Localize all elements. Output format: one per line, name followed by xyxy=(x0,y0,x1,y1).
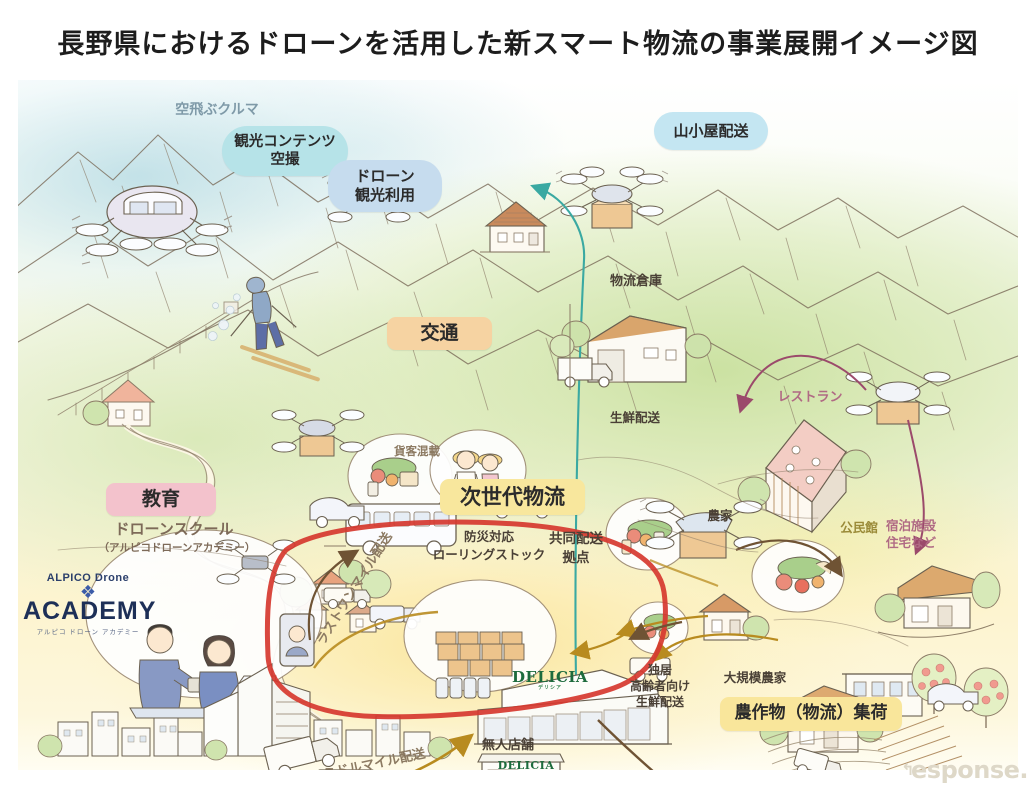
delicia-name: DELICIA xyxy=(511,668,589,686)
logo-name: ACADEMY xyxy=(23,597,157,625)
caption-community-center: 公民館 xyxy=(840,520,878,535)
watermark-arrow-icon: ↰ xyxy=(901,760,914,779)
chip-crop-collection[interactable]: 農作物（物流）集荷 xyxy=(720,697,902,731)
caption-flying-car: 空飛ぶクルマ xyxy=(175,102,259,118)
store-sign-delicia-hub: DELICIA デリシア xyxy=(508,670,592,691)
caption-farmer: 農家 xyxy=(707,508,733,523)
caption-lodging: 宿泊施設 住宅など xyxy=(885,518,936,550)
chip-tourism-content[interactable]: 観光コンテンツ 空撮 xyxy=(222,126,348,176)
chip-mountain-hut-delivery-label: 山小屋配送 xyxy=(673,121,749,140)
scene-artwork: .l{fill:none;stroke:#7a6a58;stroke-width… xyxy=(18,134,1018,770)
chip-traffic-label: 交通 xyxy=(420,321,459,344)
illustration-scene: .l{fill:none;stroke:#7a6a58;stroke-width… xyxy=(18,80,1018,770)
caption-elderly-fresh-delivery: 独居 高齢者向け 生鮮配送 xyxy=(629,663,690,710)
caption-unmanned-store: 無人店舗 xyxy=(481,738,534,753)
logo-subtext: アルピコ ドローン アカデミー xyxy=(36,629,140,636)
alpico-drone-academy-logo: ALPICO Drone ❖ ACADEMY アルピコ ドローン アカデミー xyxy=(23,572,157,658)
chip-education[interactable]: 教育 xyxy=(106,483,216,516)
caption-last-one-mile: ラストワンマイル配送 xyxy=(314,529,396,648)
caption-drone-school-sub: （アルピコドローンアカデミー） xyxy=(98,542,256,554)
delicia-sub: デリシア xyxy=(537,685,562,691)
logo-arc-text: ALPICO Drone xyxy=(46,572,130,584)
caption-disaster-rolling-stock: 防災対応 ローリングストック xyxy=(432,529,546,562)
chip-next-gen-logistics[interactable]: 次世代物流 xyxy=(440,479,585,515)
caption-large-scale-farm: 大規模農家 xyxy=(723,670,787,685)
caption-mixed-passenger-cargo: 貨客混載 xyxy=(394,444,440,458)
chip-tourism-content-label: 観光コンテンツ 空撮 xyxy=(234,132,336,168)
logo-mark-icon: ❖ xyxy=(79,582,97,602)
chip-next-gen-logistics-label: 次世代物流 xyxy=(460,483,565,509)
chip-crop-collection-label: 農作物（物流）集荷 xyxy=(734,703,888,724)
caption-logistics-warehouse: 物流倉庫 xyxy=(609,274,662,289)
caption-middle-mile: ミドルマイル配送 xyxy=(322,746,427,770)
caption-fresh-delivery: 生鮮配送 xyxy=(609,410,660,425)
chip-drone-tourism[interactable]: ドローン 観光利用 xyxy=(328,160,442,212)
chip-traffic[interactable]: 交通 xyxy=(387,317,492,350)
watermark-text: esponse. xyxy=(911,756,1029,784)
delicia-name-2: DELICIA xyxy=(497,759,555,770)
chip-mountain-hut-delivery[interactable]: 山小屋配送 xyxy=(654,112,768,150)
page-title: 長野県におけるドローンを活用した新スマート物流の事業展開イメージ図 xyxy=(57,29,979,60)
caption-restaurant: レストラン xyxy=(777,390,843,405)
chip-education-label: 教育 xyxy=(141,487,180,510)
store-sign-delicia-unmanned: DELICIA デリシア xyxy=(495,760,557,770)
caption-drone-school: ドローンスクール xyxy=(114,520,234,538)
caption-joint-delivery-hub: 共同配送 拠点 xyxy=(549,531,603,566)
chip-drone-tourism-label: ドローン 観光利用 xyxy=(354,167,415,204)
response-watermark: ↰esponse. xyxy=(901,756,1028,784)
